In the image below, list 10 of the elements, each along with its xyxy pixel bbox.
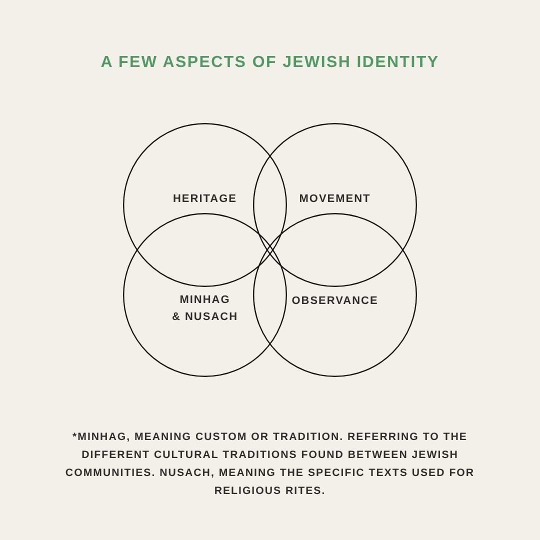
circle-label: HERITAGE [172,192,238,206]
title: A FEW ASPECTS OF JEWISH IDENTITY [100,54,440,71]
circle-label: MINHAG & NUSACH [170,293,240,325]
circle-label: MOVEMENT [298,192,372,206]
venn-circle [253,213,417,377]
circle-label: OBSERVANCE [290,294,380,308]
footnote: *MINHAG, MEANING CUSTOM OR TRADITION. REFERRING TO THE DIFFERENT CULTURAL TRADITIONS FOUND BETWEEN JEWISH COMMUNITIES. NUSACH, MEANING THE SPECIFIC TEXTS USED FOR RELIGIOUS RITES. [65,431,475,497]
venn-circle [123,123,287,287]
venn-circle [123,213,287,377]
venn-circle [253,123,417,287]
